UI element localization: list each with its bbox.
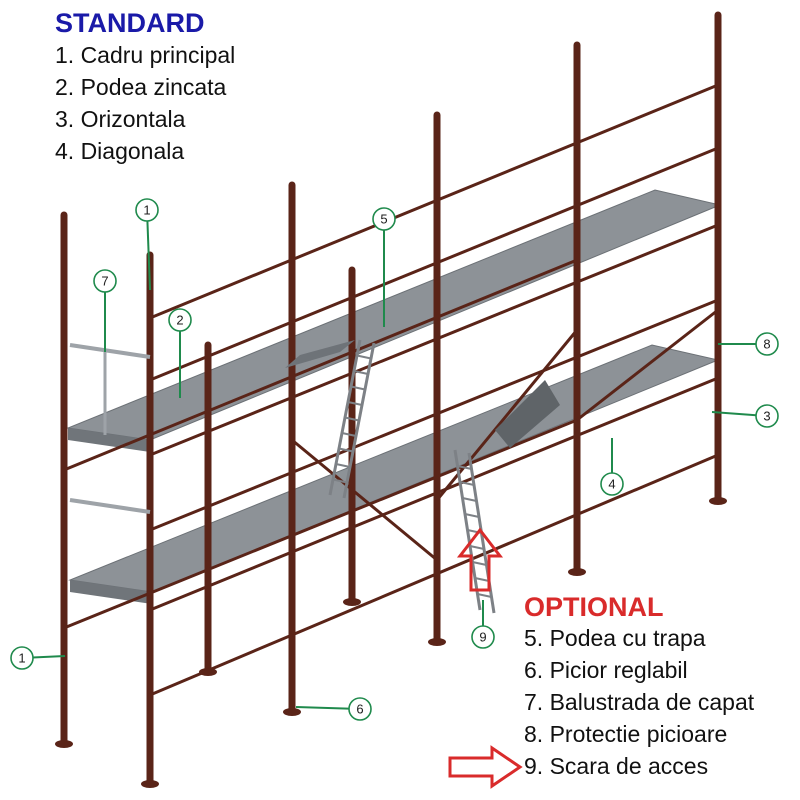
standard-item-4: 4. Diagonala <box>55 138 185 164</box>
ladder-lower-rung <box>477 593 492 598</box>
rail-mid-front <box>149 223 719 457</box>
ladder-lower-rung <box>457 465 472 470</box>
rail-guard-front-lower <box>149 298 719 532</box>
callout-7-marker: 7 <box>93 269 117 352</box>
ladder-lower-rung <box>474 577 490 582</box>
access-arrows <box>448 527 523 789</box>
optional-item-9: 9. Scara de acces <box>524 753 709 779</box>
ladder-lower-rung <box>462 497 477 502</box>
callout-label: 2 <box>176 313 183 328</box>
callout-circle <box>471 625 495 649</box>
arrow-up-to-ladder <box>456 527 504 592</box>
post-back-right-inner-base-plate <box>568 568 586 576</box>
standard-item-1: 1. Cadru principal <box>55 42 236 68</box>
ladder-upper-rung <box>347 401 363 406</box>
callouts: 1 2 5 7 8 3 4 9 6 1 <box>10 198 779 721</box>
end-guardrail-lower-top <box>69 498 151 514</box>
deck-upper-edge <box>68 428 150 452</box>
ladder-upper-rung <box>356 354 372 360</box>
optional-heading: OPTIONAL <box>524 592 664 622</box>
callout-label: 8 <box>763 337 770 352</box>
callout-circle <box>10 646 34 670</box>
callout-label: 4 <box>608 477 615 492</box>
scaffold-frame <box>55 11 727 788</box>
optional-item-6: 6. Picior reglabil <box>524 657 688 683</box>
callout-6-marker: 6 <box>295 697 372 721</box>
callout-circle <box>168 308 192 332</box>
callout-leader-line <box>146 209 151 291</box>
callout-1-marker: 1 <box>135 198 159 291</box>
deck-upper <box>66 189 722 441</box>
rail-top-front <box>149 83 719 320</box>
callout-label: 5 <box>380 212 387 227</box>
post-front-mid-base-plate <box>283 708 301 716</box>
callout-circle <box>135 198 159 222</box>
optional-item-5: 5. Podea cu trapa <box>524 625 706 651</box>
callout-circle <box>372 207 396 231</box>
post-front-right-base-plate <box>428 638 446 646</box>
ladder-upper-rung <box>344 416 360 422</box>
ladder-upper-rung <box>335 463 351 468</box>
standard-heading: STANDARD <box>55 8 205 38</box>
callout-circle <box>93 269 117 293</box>
callout-2-marker: 2 <box>168 308 192 398</box>
optional-item-8: 8. Protectie picioare <box>524 721 728 747</box>
ladder-upper-rung <box>341 432 357 437</box>
ladder-lower-rung <box>459 481 475 486</box>
rail-bottom-front <box>149 453 719 697</box>
callout-3-marker: 3 <box>711 404 779 428</box>
post-back-right-outer-base-plate <box>709 497 727 505</box>
ladder-lower-rung <box>469 545 485 550</box>
ladder-lower-rung <box>472 561 487 566</box>
callout-circle <box>755 404 779 428</box>
callout-circle <box>600 472 624 496</box>
callout-5-marker: 5 <box>372 207 396 327</box>
standard-item-3: 3. Orizontala <box>55 106 186 132</box>
deck-lower <box>68 344 720 593</box>
optional-item-7: 7. Balustrada de capat <box>524 689 755 715</box>
callout-label: 7 <box>101 274 108 289</box>
rail-mid-rear <box>63 258 578 472</box>
callout-4-marker: 4 <box>600 438 624 496</box>
diagonal-brace-2 <box>435 329 579 501</box>
deck-lower-edge <box>70 580 152 604</box>
hatch-lower-lid <box>495 380 560 448</box>
arrow-pointing-item-9 <box>448 745 523 789</box>
rail-low-front <box>149 376 719 612</box>
diagonal-brace-1 <box>291 438 438 562</box>
rail-guard-front-upper <box>149 146 719 382</box>
diagonal-brace-3 <box>576 308 719 422</box>
callout-8-marker: 8 <box>718 332 779 356</box>
ladder-upper-rung <box>353 370 369 375</box>
post-front-left-inner-base-plate <box>141 780 159 788</box>
post-rear-mid-base-plate <box>343 598 361 606</box>
callout-label: 6 <box>356 702 363 717</box>
ladder-upper <box>328 339 376 499</box>
ladder-upper-rung <box>350 385 366 391</box>
callout-1-marker: 1 <box>10 646 66 670</box>
callout-label: 3 <box>763 409 770 424</box>
callout-label: 1 <box>18 651 25 666</box>
ladder-lower-rung <box>464 513 480 518</box>
end-guardrail-top <box>69 343 151 359</box>
callout-circle <box>348 697 372 721</box>
callout-circle <box>755 332 779 356</box>
decks <box>66 189 722 604</box>
callout-9-marker: 9 <box>471 600 495 649</box>
ladder-upper-rung <box>338 447 354 453</box>
rail-bottom-rear <box>63 418 578 630</box>
post-front-left-outer-base-plate <box>55 740 73 748</box>
standard-item-2: 2. Podea zincata <box>55 74 227 100</box>
callout-label: 9 <box>479 630 486 645</box>
hatch-upper-opening <box>285 340 355 368</box>
callout-label: 1 <box>143 203 150 218</box>
ladder-upper-rung <box>332 478 348 484</box>
